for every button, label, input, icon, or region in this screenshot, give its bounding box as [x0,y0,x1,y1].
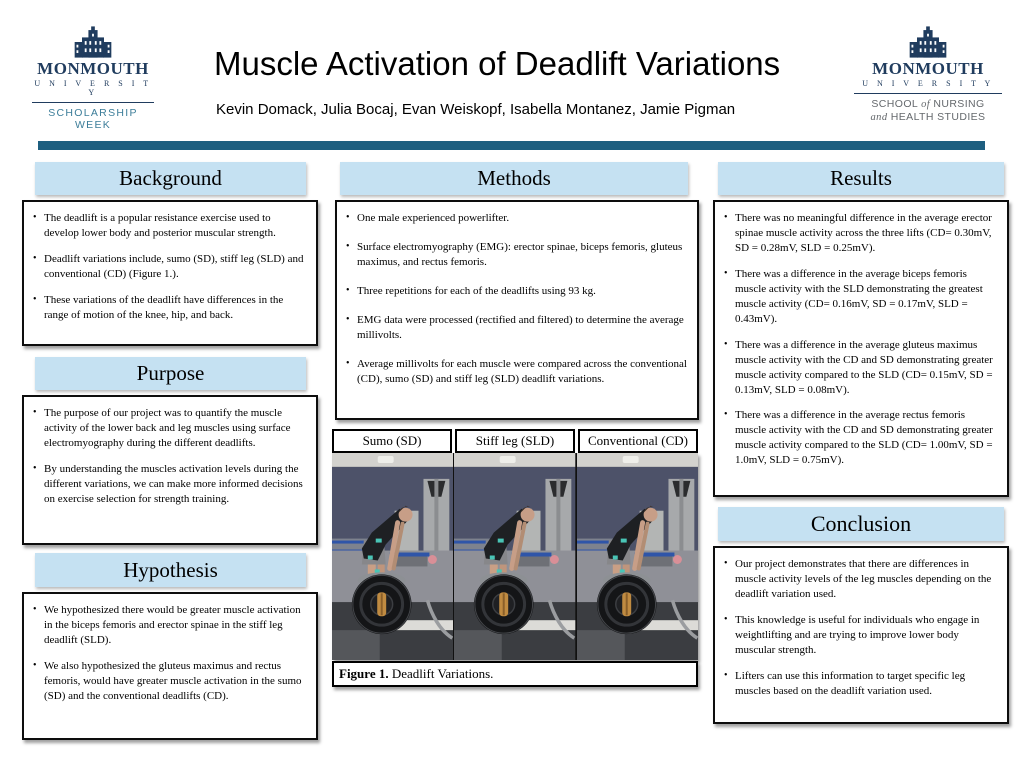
section-body-results: There was no meaningful difference in th… [713,200,1009,497]
poster-authors: Kevin Domack, Julia Bocaj, Evan Weiskopf… [216,101,736,118]
bullet-item: By understanding the muscles activation … [33,462,307,507]
figure-label-conventional: Conventional (CD) [578,429,698,453]
figure-label-sumo: Sumo (SD) [332,429,452,453]
deadlift-photo-sumo [332,453,453,660]
deadlift-photo-stiff-leg [454,453,575,660]
bullet-item: Surface electromyography (EMG): erector … [346,240,688,270]
section-header-methods: Methods [340,162,688,195]
bullet-list: The purpose of our project was to quanti… [28,406,311,507]
caption-text: Deadlift Variations. [388,666,494,681]
logo-university-label: U N I V E R S I T Y [862,78,994,88]
logo-wordmark: MONMOUTH [872,59,984,78]
bullet-item: Average millivolts for each muscle were … [346,357,688,387]
section-title: Conclusion [810,511,912,536]
logo-tagline-scholarship-week: SCHOLARSHIP WEEK [48,106,138,131]
tagline-text: SCHOOL [871,97,922,110]
bullet-item: Our project demonstrates that there are … [724,557,998,602]
logo-divider [854,92,1002,94]
section-header-conclusion: Conclusion [718,507,1004,541]
bullet-list: The deadlift is a popular resistance exe… [28,211,311,323]
logo-tagline-school: SCHOOL of NURSING and HEALTH STUDIES [852,98,1004,124]
section-title: Purpose [136,361,205,385]
tagline-text: NURSING [930,97,985,110]
bullet-item: This knowledge is useful for individuals… [724,613,998,658]
bullet-item: Deadlift variations include, sumo (SD), … [33,252,307,282]
bullet-item: There was a difference in the average re… [724,408,998,468]
bullet-list: We hypothesized there would be greater m… [28,603,311,704]
deadlift-photo-conventional [577,453,698,660]
bullet-item: We hypothesized there would be greater m… [33,603,307,648]
bullet-list: Our project demonstrates that there are … [719,557,1002,699]
figure-label-row: Sumo (SD) Stiff leg (SLD) Conventional (… [332,429,698,453]
section-title: Hypothesis [123,557,218,582]
bullet-list: There was no meaningful difference in th… [719,211,1002,468]
logo-divider [32,101,154,103]
poster-title: Muscle Activation of Deadlift Variations [214,45,781,82]
bullet-item: Lifters can use this information to targ… [724,669,998,699]
monmouth-logo-left: MONMOUTH U N I V E R S I T Y SCHOLARSHIP… [30,26,156,131]
section-body-background: The deadlift is a popular resistance exe… [22,200,318,346]
bullet-item: The deadlift is a popular resistance exe… [33,211,307,241]
section-title: Results [830,166,892,190]
section-header-hypothesis: Hypothesis [35,553,306,587]
university-building-icon [909,26,947,58]
tagline-text: of [921,98,931,110]
section-body-methods: One male experienced powerlifter. Surface… [335,200,699,420]
logo-wordmark: MONMOUTH [37,59,149,78]
section-header-purpose: Purpose [35,357,306,390]
caption-label: Figure 1. [339,666,389,681]
section-title: Background [119,166,222,190]
figure-caption: Figure 1. Deadlift Variations. [332,661,698,687]
section-header-results: Results [718,162,1004,195]
bullet-item: One male experienced powerlifter. [346,211,688,226]
section-body-conclusion: Our project demonstrates that there are … [713,546,1009,724]
bullet-item: We also hypothesized the gluteus maximus… [33,659,307,704]
bullet-list: One male experienced powerlifter. Surface… [341,211,692,387]
bullet-item: Three repetitions for each of the deadli… [346,284,688,299]
logo-university-label: U N I V E R S I T Y [34,78,152,97]
section-header-background: Background [35,162,306,195]
section-body-purpose: The purpose of our project was to quanti… [22,395,318,545]
figure-label-stiff-leg: Stiff leg (SLD) [455,429,575,453]
bullet-item: There was no meaningful difference in th… [724,211,998,256]
bullet-item: The purpose of our project was to quanti… [33,406,307,451]
section-body-hypothesis: We hypothesized there would be greater m… [22,592,318,740]
university-building-icon [74,26,112,58]
teal-divider-bar [38,141,985,150]
tagline-text: HEALTH STUDIES [887,110,986,123]
bullet-item: There was a difference in the average bi… [724,267,998,327]
bullet-item: These variations of the deadlift have di… [33,293,307,323]
bullet-item: There was a difference in the average gl… [724,338,998,398]
monmouth-logo-right: MONMOUTH U N I V E R S I T Y SCHOOL of N… [852,26,1004,124]
figure-photos [332,453,698,660]
bullet-item: EMG data were processed (rectified and f… [346,313,688,343]
section-title: Methods [477,166,551,190]
tagline-text: and [870,111,888,123]
